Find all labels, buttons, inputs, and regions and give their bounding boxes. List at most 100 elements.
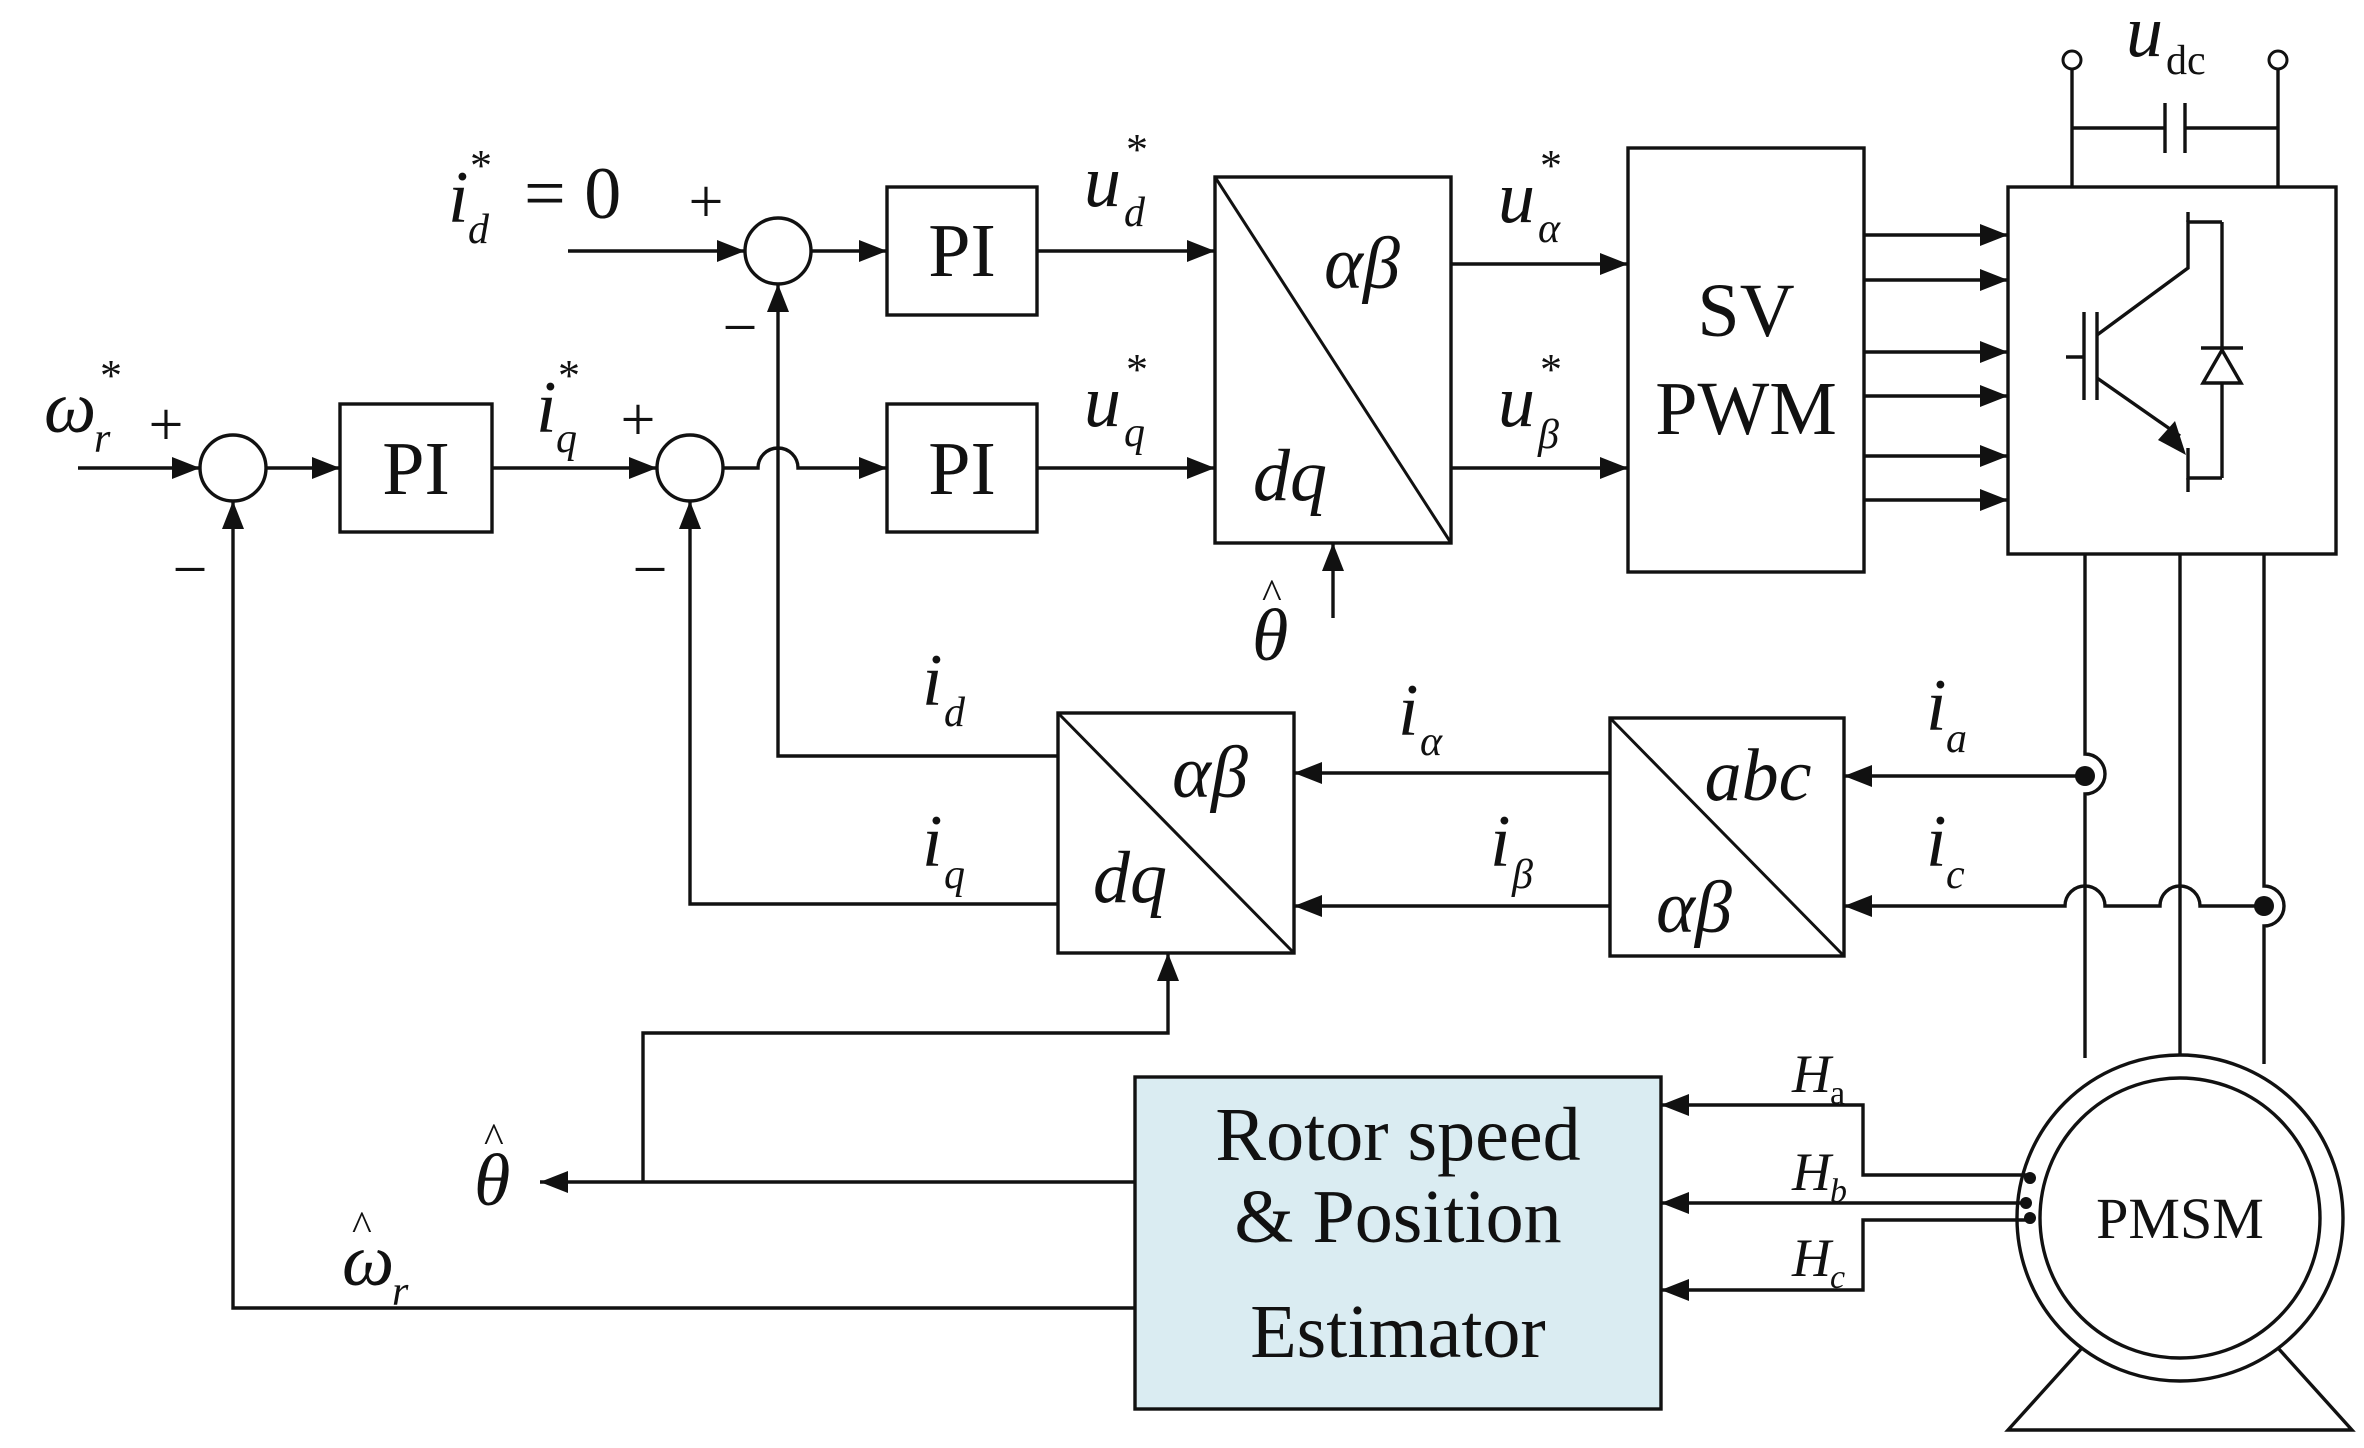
- sign-plus-q: +: [621, 386, 656, 454]
- sign-minus-d: −: [723, 294, 758, 362]
- svg-text:*: *: [1540, 345, 1562, 394]
- inverse-park-block: αβ dq: [1213, 175, 1453, 545]
- clarke-bottom-label: αβ: [1656, 867, 1732, 949]
- inverse-park-bottom-label: dq: [1253, 435, 1327, 517]
- clarke-block: abc αβ: [1608, 716, 1846, 958]
- label-theta-hat-top: θ ^: [1252, 572, 1288, 677]
- label-udc: u dc: [2126, 0, 2206, 84]
- svg-text:β: β: [1511, 852, 1533, 898]
- label-ubeta-ref: u * β: [1498, 345, 1562, 458]
- sum-junction-d: [743, 216, 813, 286]
- svg-text:i: i: [922, 640, 943, 722]
- label-ud-ref: u * d: [1084, 125, 1148, 236]
- svg-text:*: *: [470, 141, 492, 190]
- pi-speed-block: PI: [338, 402, 494, 534]
- estimator-label-line1: Rotor speed: [1215, 1093, 1580, 1177]
- svg-text:c: c: [1830, 1259, 1845, 1296]
- label-hc: H c: [1791, 1228, 1845, 1296]
- svg-text:i: i: [1398, 670, 1419, 752]
- svg-text:*: *: [1540, 141, 1562, 190]
- svpwm-block: SV PWM: [1626, 146, 1866, 574]
- estimator-block: Rotor speed & Position Estimator: [1133, 1075, 1663, 1411]
- svg-text:H: H: [1791, 1142, 1834, 1202]
- svg-text:u: u: [1084, 361, 1121, 443]
- terminals-and-dots: [2020, 49, 2289, 1224]
- label-uq-ref: u * q: [1084, 345, 1148, 456]
- svg-text:a: a: [1946, 716, 1967, 762]
- svg-text:u: u: [1498, 361, 1535, 443]
- sum-junction-speed: [198, 433, 268, 503]
- sum-junction-q: [655, 433, 725, 503]
- inverse-park-top-label: αβ: [1324, 223, 1400, 305]
- label-wr-ref: ω * r: [44, 351, 122, 462]
- estimator-label-line2: & Position: [1234, 1175, 1561, 1259]
- svg-text:q: q: [1124, 410, 1145, 456]
- svg-text:a: a: [1830, 1075, 1845, 1112]
- sign-minus-speed: −: [173, 536, 208, 604]
- svg-text:i: i: [922, 801, 943, 883]
- svg-text:α: α: [1420, 719, 1443, 765]
- svpwm-label-line1: SV: [1697, 269, 1794, 353]
- arrowheads: [172, 224, 2008, 1301]
- svg-text:i: i: [448, 157, 469, 239]
- inverter-block: [2006, 185, 2338, 556]
- svg-text:ω: ω: [44, 367, 96, 449]
- label-theta-hat-out: θ ^: [474, 1116, 510, 1222]
- pi-speed-label: PI: [382, 427, 450, 511]
- label-ha: H a: [1791, 1044, 1845, 1112]
- svg-text:*: *: [558, 351, 580, 400]
- svg-text:*: *: [1126, 125, 1148, 174]
- svg-text:^: ^: [1262, 572, 1282, 618]
- sign-plus-d: +: [689, 168, 724, 236]
- label-id-feedback: i d: [922, 640, 966, 736]
- svg-text:d: d: [944, 690, 966, 736]
- sign-minus-q: −: [633, 536, 668, 604]
- label-ibeta: i β: [1490, 801, 1533, 898]
- svg-text:i: i: [1926, 801, 1947, 883]
- svg-text:b: b: [1830, 1173, 1847, 1210]
- svg-text:^: ^: [352, 1204, 372, 1250]
- label-iq-ref: i * q: [536, 351, 580, 462]
- svg-text:i: i: [536, 367, 557, 449]
- svg-text:q: q: [556, 416, 577, 462]
- svg-text:r: r: [94, 416, 111, 462]
- pmsm-label: PMSM: [2096, 1186, 2264, 1251]
- svg-text:ω: ω: [342, 1220, 394, 1302]
- svg-text:q: q: [944, 852, 965, 898]
- svg-text:dc: dc: [2166, 38, 2206, 84]
- svg-text:β: β: [1537, 412, 1559, 458]
- svg-text:u: u: [1084, 141, 1121, 223]
- pi-d-block: PI: [885, 185, 1039, 317]
- pmsm-motor: PMSM: [2004, 1053, 2356, 1432]
- signal-wires: [78, 70, 2286, 1310]
- park-bottom-label: dq: [1093, 837, 1167, 919]
- label-hb: H b: [1791, 1142, 1847, 1210]
- svg-text:= 0: = 0: [524, 153, 621, 235]
- park-top-label: αβ: [1172, 732, 1248, 814]
- svg-text:r: r: [392, 1269, 409, 1315]
- label-ualpha-ref: u * α: [1498, 141, 1562, 252]
- pi-d-label: PI: [928, 209, 996, 293]
- label-ialpha: i α: [1398, 670, 1443, 765]
- svg-text:c: c: [1946, 852, 1965, 898]
- label-ic: i c: [1926, 801, 1965, 898]
- pi-q-block: PI: [885, 402, 1039, 534]
- svg-text:i: i: [1926, 665, 1947, 747]
- svg-text:^: ^: [484, 1116, 504, 1162]
- svg-text:α: α: [1538, 206, 1561, 252]
- svg-text:i: i: [1490, 801, 1511, 883]
- estimator-label-line3: Estimator: [1250, 1290, 1546, 1374]
- sign-plus-speed: +: [149, 391, 184, 459]
- label-ia: i a: [1926, 665, 1967, 762]
- label-id-ref: i * d = 0: [448, 141, 621, 253]
- label-iq-feedback: i q: [922, 801, 965, 898]
- svg-text:u: u: [1498, 157, 1535, 239]
- svg-text:H: H: [1791, 1044, 1834, 1104]
- svg-text:d: d: [1124, 190, 1146, 236]
- svg-text:u: u: [2126, 0, 2163, 73]
- clarke-top-label: abc: [1705, 735, 1812, 817]
- pi-q-label: PI: [928, 427, 996, 511]
- label-wr-hat: ω ^ r: [342, 1204, 409, 1315]
- svg-text:θ: θ: [1252, 595, 1288, 677]
